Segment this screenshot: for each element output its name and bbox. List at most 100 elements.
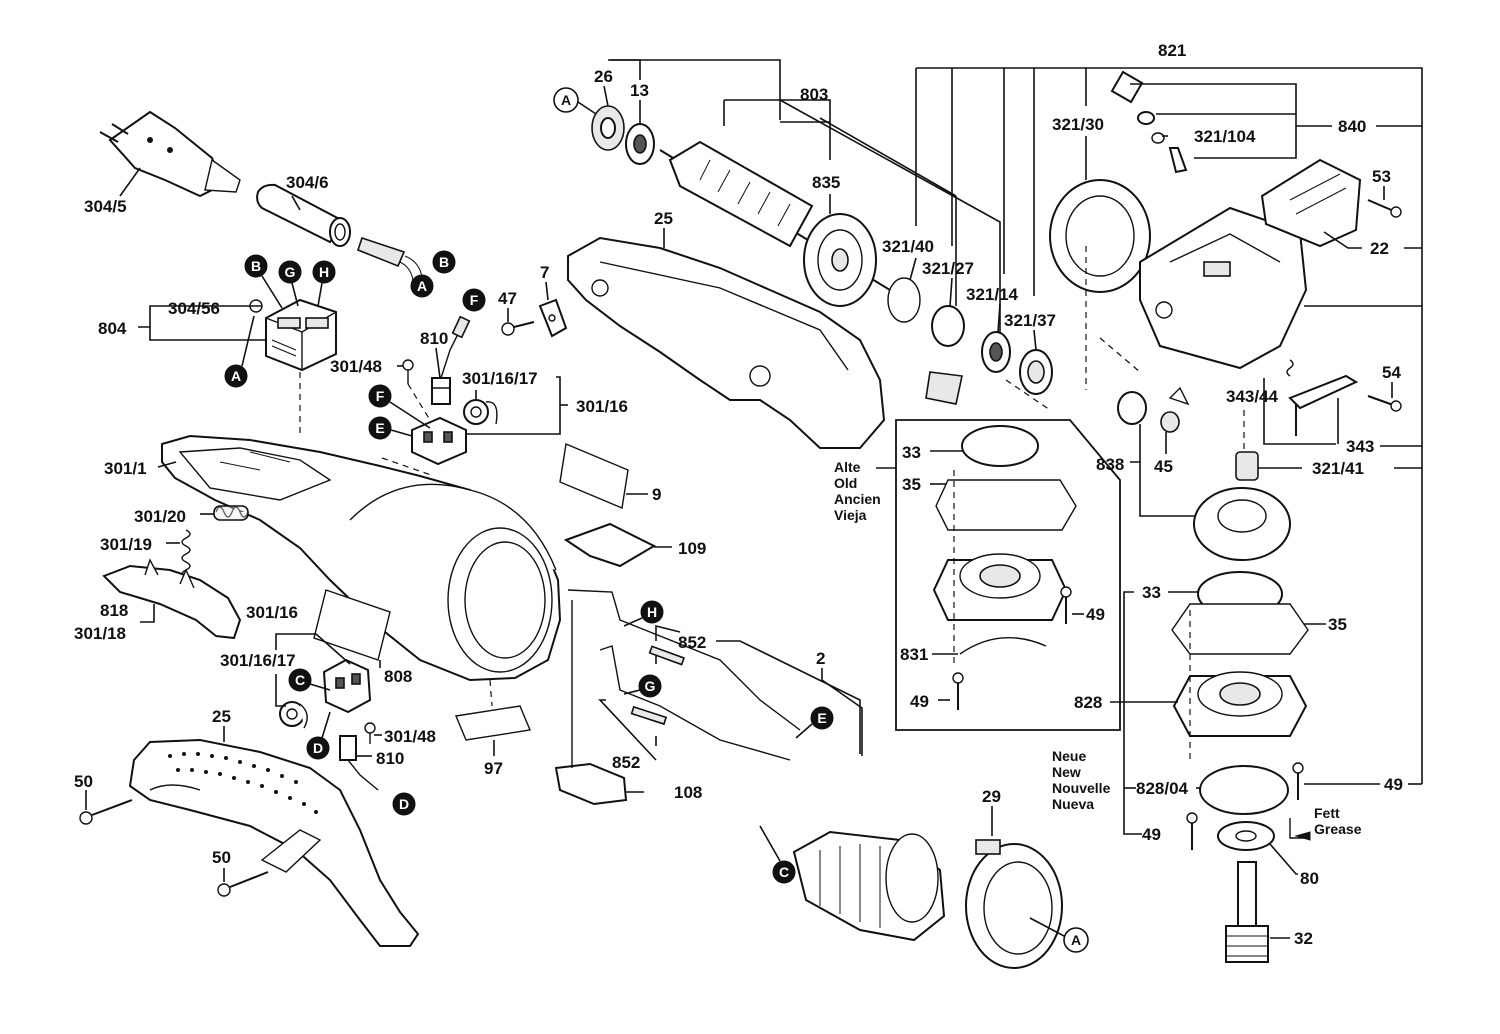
- label-321-41: 321/41: [1312, 459, 1364, 478]
- switch-804: [265, 298, 337, 372]
- ref-marker-f-lower: F: [368, 384, 431, 429]
- label-25-upper: 25: [654, 209, 673, 228]
- bearing-321-14: [981, 331, 1011, 373]
- switch-lever-818: [102, 558, 242, 640]
- ref-marker-c-lower: C: [288, 668, 331, 692]
- leader-lines: [85, 59, 1423, 939]
- bearing-13: [625, 123, 655, 165]
- label-301-48-upper: 301/48: [330, 357, 382, 376]
- cable-sleeve-304-6: [256, 183, 351, 247]
- label-304-56: 304/56: [168, 299, 220, 318]
- ref-marker-a-open-top: A: [553, 87, 597, 115]
- label-803: 803: [800, 85, 828, 104]
- ref-marker-a-switch: A: [224, 315, 255, 388]
- label-35-new: 35: [1328, 615, 1347, 634]
- o-ring-828-04: [1199, 765, 1289, 815]
- svg-text:A: A: [561, 92, 571, 108]
- ref-marker-h-wire: H: [623, 600, 664, 627]
- note-old-version: Alte Old Ancien Vieja: [834, 459, 881, 523]
- gear-cover-321-30: [1049, 179, 1151, 293]
- note-old-line-1: Alte: [834, 459, 861, 475]
- note-grease: Fett Grease: [1314, 805, 1362, 837]
- svg-text:F: F: [376, 388, 385, 404]
- label-80: 80: [1300, 869, 1319, 888]
- ref-marker-h-switch: H: [312, 260, 336, 307]
- label-97: 97: [484, 759, 503, 778]
- label-47: 47: [498, 289, 517, 308]
- label-13: 13: [630, 81, 649, 100]
- pinion-838: [1117, 386, 1190, 433]
- svg-text:B: B: [439, 254, 449, 270]
- label-35-old: 35: [902, 475, 921, 494]
- note-grease-line-1: Fett: [1314, 805, 1340, 821]
- spindle-32: [1225, 861, 1269, 963]
- ring-321-40: [887, 277, 921, 323]
- label-301-19: 301/19: [100, 535, 152, 554]
- label-301-16-upper: 301/16: [576, 397, 628, 416]
- label-852-upper: 852: [678, 633, 706, 652]
- svg-text:E: E: [817, 710, 826, 726]
- label-25-lower: 25: [212, 707, 231, 726]
- label-343-44: 343/44: [1226, 387, 1279, 406]
- label-301-18: 301/18: [74, 624, 126, 643]
- note-new-version: Neue New Nouvelle Nueva: [1052, 748, 1111, 812]
- ref-marker-e-upper: E: [368, 416, 413, 440]
- grease-symbol: [1289, 818, 1311, 841]
- label-50-upper: 50: [74, 772, 93, 791]
- sleeve-321-41: [1235, 451, 1259, 481]
- svg-text:G: G: [645, 678, 656, 694]
- terminal-108: [554, 600, 628, 806]
- wire-set-852: [567, 589, 801, 761]
- brush-810-lower: [339, 735, 379, 791]
- brush-holder-upper: [411, 416, 467, 466]
- ref-marker-f-upper: F: [462, 288, 486, 312]
- label-808: 808: [384, 667, 412, 686]
- note-grease-line-2: Grease: [1314, 821, 1362, 837]
- label-33-old: 33: [902, 443, 921, 462]
- label-109: 109: [678, 539, 706, 558]
- label-304-5: 304/5: [84, 197, 127, 216]
- ring-321-27: [931, 305, 965, 347]
- bearing-321-37: [1019, 349, 1053, 395]
- insulation-sheet-9: [559, 443, 629, 509]
- bearing-26: [591, 105, 625, 151]
- svg-text:H: H: [647, 604, 657, 620]
- ref-marker-e-wire: E: [795, 706, 834, 739]
- svg-text:D: D: [313, 740, 323, 756]
- armature-835: [659, 140, 891, 307]
- brush-holder-lower: [322, 658, 372, 714]
- spring-clip-301-16-17-upper: [463, 399, 498, 425]
- label-810-upper: 810: [420, 329, 448, 348]
- label-828-04: 828/04: [1136, 779, 1189, 798]
- part-labels: 304/5 304/6 804 304/56 301/48 810 301/16…: [74, 41, 1403, 948]
- label-49-new-right: 49: [1384, 775, 1403, 794]
- label-321-30: 321/30: [1052, 115, 1104, 134]
- cable-piece: [357, 236, 423, 283]
- label-810-lower: 810: [376, 749, 404, 768]
- svg-text:A: A: [231, 368, 241, 384]
- note-new-line-1: Neue: [1052, 748, 1086, 764]
- label-49-old-right: 49: [1086, 605, 1105, 624]
- label-828: 828: [1074, 693, 1102, 712]
- gear-head-housing: [1139, 206, 1308, 370]
- mains-plug-304-5: [99, 110, 241, 198]
- old-flange-box: [895, 419, 1121, 731]
- svg-text:E: E: [375, 420, 384, 436]
- label-852-lower: 852: [612, 753, 640, 772]
- screw-50-lower: [217, 871, 269, 897]
- screw-54: [1367, 395, 1402, 412]
- label-45: 45: [1154, 457, 1173, 476]
- spindle-lock-343: [1286, 359, 1359, 436]
- note-old-line-3: Ancien: [834, 491, 881, 507]
- label-301-48-lower: 301/48: [384, 727, 436, 746]
- screw-50-upper: [79, 799, 133, 825]
- insulation-sheet-97: [455, 705, 531, 741]
- bevel-gear: [1193, 487, 1291, 561]
- svg-text:C: C: [779, 864, 789, 880]
- deflector-109: [563, 522, 657, 568]
- screw-301-48-lower: [364, 722, 376, 744]
- gasket-35-new: [1171, 603, 1309, 655]
- dot-texture: [168, 752, 318, 814]
- label-53: 53: [1372, 167, 1391, 186]
